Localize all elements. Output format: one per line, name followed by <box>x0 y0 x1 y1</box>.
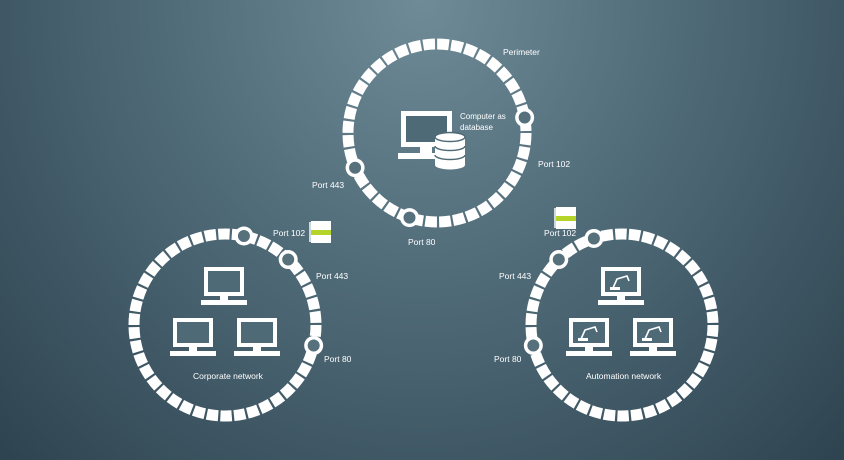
robot-arm-icon <box>642 326 662 341</box>
perimeter-ring <box>342 38 532 228</box>
robot-monitor-icon <box>630 318 676 356</box>
corporate-port-102-label: Port 102 <box>273 228 305 238</box>
monitor-icon <box>201 267 247 305</box>
security-card-icon <box>554 207 576 229</box>
automation-port-80-node <box>523 335 543 355</box>
corporate-port-443-label: Port 443 <box>316 271 348 281</box>
robot-arm-icon <box>578 326 598 341</box>
corporate-port-80-label: Port 80 <box>324 354 352 364</box>
perimeter-label: Perimeter <box>503 47 540 57</box>
device-label-line1: Computer as <box>460 112 506 121</box>
perimeter-port-443-node <box>345 158 365 178</box>
automation-port-443-label: Port 443 <box>499 271 531 281</box>
database-computer-icon <box>398 111 466 170</box>
card-stripe <box>556 216 576 221</box>
card-stripe <box>311 230 331 235</box>
monitor-icon <box>170 318 216 356</box>
corporate-port-443-node <box>278 250 298 270</box>
corporate-port-80-node <box>304 335 324 355</box>
automation-port-102-label: Port 102 <box>544 228 576 238</box>
perimeter-port-102-node <box>515 108 535 128</box>
security-card-icon <box>309 221 331 243</box>
corporate-network-label: Corporate network <box>193 371 264 381</box>
automation-port-102-node <box>584 228 604 248</box>
monitor-icon <box>234 318 280 356</box>
device-label-line2: database <box>460 123 493 132</box>
perimeter-port-80-node <box>399 208 419 228</box>
perimeter-port-102-label: Port 102 <box>538 159 570 169</box>
database-icon <box>434 131 466 170</box>
corporate-zone: Corporate network Port 102 Port 443 Port… <box>170 228 352 381</box>
perimeter-zone: Perimeter Computer as database Port 102 … <box>312 47 570 247</box>
automation-network-label: Automation network <box>586 371 662 381</box>
perimeter-port-443-label: Port 443 <box>312 180 344 190</box>
perimeter-port-80-label: Port 80 <box>408 237 436 247</box>
robot-arm-icon <box>610 275 630 290</box>
robot-monitor-icon <box>566 318 612 356</box>
automation-port-443-node <box>549 250 569 270</box>
corporate-port-102-node <box>234 226 254 246</box>
robot-monitor-icon <box>598 267 644 305</box>
automation-ring <box>525 228 719 422</box>
automation-zone: Automation network Port 102 Port 443 Por… <box>494 228 676 381</box>
corporate-ring <box>128 228 322 422</box>
automation-port-80-label: Port 80 <box>494 354 522 364</box>
